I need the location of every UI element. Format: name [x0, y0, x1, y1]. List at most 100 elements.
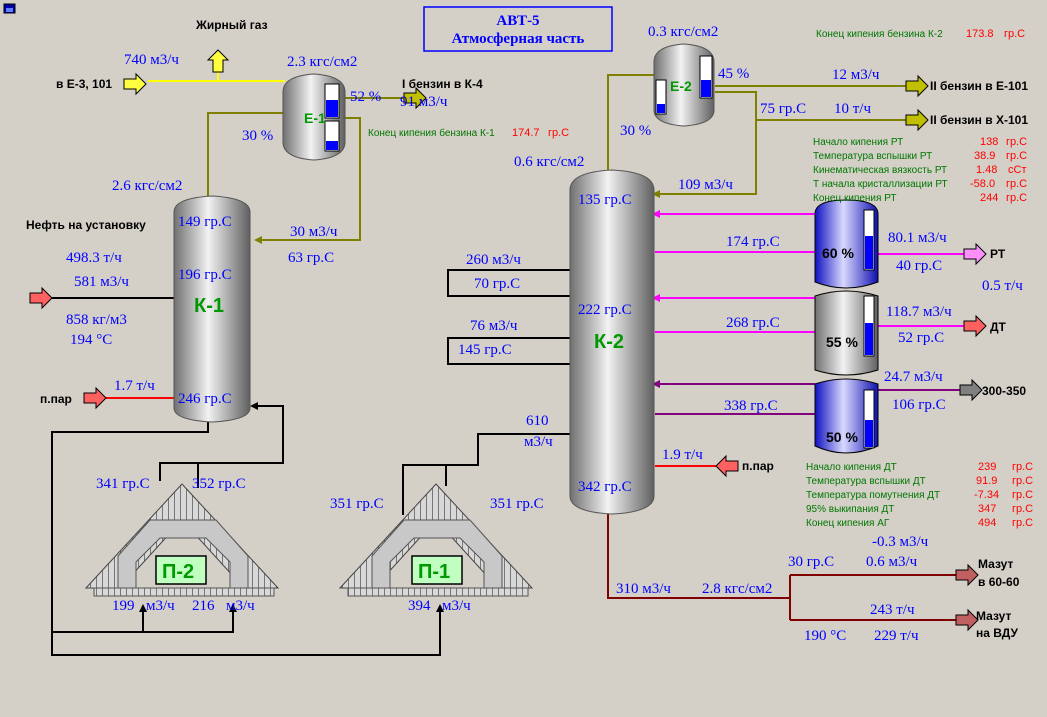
s2-out-flow: 118.7 м3/ч — [886, 304, 952, 320]
furnace-p1[interactable] — [338, 483, 534, 597]
column-k1[interactable] — [173, 195, 251, 423]
e2-temp-value: 75 гр.С — [760, 101, 806, 117]
k2-t-mid: 222 гр.С — [578, 302, 632, 318]
k2-pressure-top: 0.6 кгс/см2 — [514, 154, 584, 170]
stripper-3[interactable] — [814, 378, 879, 454]
p2-flow-b-unit: м3/ч — [226, 598, 255, 614]
k2-steam-flow: 1.9 т/ч — [662, 447, 703, 463]
svg-text:гр.С: гр.С — [1006, 192, 1027, 204]
dt-properties: Начало кипения ДТ 239 гр.С Температура в… — [806, 461, 1033, 529]
steam1-arrow-icon — [83, 387, 107, 409]
p1-name: П-1 — [418, 561, 450, 583]
circulation-pipes — [50, 269, 570, 656]
gasoline2-e101-label: II бензин в Е-101 — [930, 79, 1028, 93]
gasoline2-x101-label: II бензин в Х-101 — [930, 113, 1028, 127]
k1-feed-temp: 194 °С — [70, 332, 112, 348]
svg-text:239: 239 — [978, 461, 996, 473]
e1-flow-value: 91 м3/ч — [400, 94, 448, 110]
bottoms-flow2: 243 т/ч — [870, 602, 915, 618]
p2-flow-b-val: 216 — [192, 598, 215, 614]
s2-draw-temp: 268 гр.С — [726, 315, 780, 331]
e2-level-left: 30 % — [620, 123, 651, 139]
svg-text:494: 494 — [978, 517, 996, 529]
svg-text:гр.С: гр.С — [1012, 489, 1033, 501]
bottoms-pipe — [607, 510, 956, 621]
e1-pressure-value: 2.3 кгс/см2 — [287, 54, 357, 70]
k2-boil-label: Конец кипения бензина К-2 — [816, 28, 943, 40]
vessel-e1[interactable] — [282, 73, 346, 161]
k2-ir2-temp: 145 гр.С — [458, 342, 512, 358]
k2-t-top: 135 гр.С — [578, 192, 632, 208]
p2-flow-a-val: 199 — [112, 598, 135, 614]
k2-t-bottom: 342 гр.С — [578, 479, 632, 495]
gasoline1-label: I бензин в К-4 — [402, 77, 483, 91]
p1-flow-unit: м3/ч — [442, 598, 471, 614]
k1-feed-mass: 498.3 т/ч — [66, 250, 122, 266]
svg-text:347: 347 — [978, 503, 996, 515]
s1-level: 60 % — [822, 245, 854, 261]
s1-extra: 0.5 т/ч — [982, 278, 1023, 294]
steam2-arrow-icon — [715, 454, 739, 478]
s3-level: 50 % — [826, 429, 858, 445]
from-e3-label: в Е-3, 101 — [56, 77, 112, 91]
gasoline2-e101-arrow-icon — [905, 75, 929, 97]
mazut2-label-b: на ВДУ — [976, 626, 1018, 640]
k1-pressure-top: 2.6 кгс/см2 — [112, 178, 182, 194]
mazut1-arrow-icon — [955, 564, 979, 586]
e1-level-left: 30 % — [242, 128, 273, 144]
e1-level-right: 52 % — [350, 89, 381, 105]
mazut1-label-a: Мазут — [978, 557, 1013, 571]
dt-label: ДТ — [990, 320, 1007, 334]
svg-text:-7.34: -7.34 — [974, 489, 999, 501]
svg-text:Температура вспышки ДТ: Температура вспышки ДТ — [806, 476, 926, 487]
svg-text:1.48: 1.48 — [976, 164, 997, 176]
rt-properties: Начало кипения РТ 138 гр.С Температура в… — [813, 136, 1027, 204]
k1-t-mid: 196 гр.С — [178, 267, 232, 283]
svg-text:гр.С: гр.С — [1006, 150, 1027, 162]
bottoms-flow: 310 м3/ч — [616, 581, 671, 597]
k2-overhead-pipe — [607, 74, 906, 195]
svg-text:Т начала кристаллизации РТ: Т начала кристаллизации РТ — [813, 179, 948, 190]
p1-flow-val: 394 — [408, 598, 431, 614]
svg-text:сСт: сСт — [1008, 164, 1026, 176]
svg-text:Температура помутнения ДТ: Температура помутнения ДТ — [806, 490, 940, 501]
gasoline2-x101-arrow-icon — [905, 109, 929, 131]
svg-text:-58.0: -58.0 — [970, 178, 995, 190]
furnace-p2[interactable] — [84, 483, 280, 597]
svg-text:Кинематическая вязкость РТ: Кинематическая вязкость РТ — [813, 165, 947, 176]
p1-t-left: 351 гр.С — [330, 496, 384, 512]
svg-text:Начало кипения ДТ: Начало кипения ДТ — [806, 462, 897, 473]
k2-boil-unit: гр.С — [1004, 28, 1025, 40]
stripper-1[interactable] — [814, 199, 879, 289]
fr300-arrow-icon — [959, 379, 983, 401]
e2-flow1-value: 12 м3/ч — [832, 67, 880, 83]
bottoms-r1: -0.3 м3/ч — [872, 534, 929, 550]
s1-draw-temp: 174 гр.С — [726, 234, 780, 250]
fr300-label: 300-350 — [982, 384, 1026, 398]
fat-gas-label: Жирный газ — [195, 18, 268, 32]
p2-t-left: 341 гр.С — [96, 476, 150, 492]
k2-ir1-temp: 70 гр.С — [474, 276, 520, 292]
k1-steam-flow: 1.7 т/ч — [114, 378, 155, 394]
column-k2[interactable] — [569, 169, 655, 515]
title-line1: АВТ-5 — [496, 13, 539, 29]
vessel-e2[interactable] — [653, 43, 715, 127]
s3-draw-temp: 338 гр.С — [724, 398, 778, 414]
window-icon[interactable] — [3, 3, 16, 14]
oil-feed-arrow-icon — [29, 287, 53, 309]
p2-name: П-2 — [162, 561, 194, 583]
svg-text:Конец кипения РТ: Конец кипения РТ — [813, 193, 897, 204]
s2-out-temp: 52 гр.С — [898, 330, 944, 346]
k1-boil-label: Конец кипения бензина К-1 — [368, 127, 495, 139]
svg-text:91.9: 91.9 — [976, 475, 997, 487]
svg-text:гр.С: гр.С — [1006, 136, 1027, 148]
k1-t-top: 149 гр.С — [178, 214, 232, 230]
k1-overhead-pipe — [207, 97, 404, 241]
k1-boil-unit: гр.С — [548, 127, 569, 139]
k1-name: К-1 — [194, 295, 224, 317]
mazut2-label-a: Мазут — [976, 609, 1011, 623]
e2-name: Е-2 — [670, 78, 692, 94]
stripper-2[interactable] — [814, 290, 879, 376]
svg-text:95% выкипания ДТ: 95% выкипания ДТ — [806, 504, 894, 515]
e2-pressure-value: 0.3 кгс/см2 — [648, 24, 718, 40]
